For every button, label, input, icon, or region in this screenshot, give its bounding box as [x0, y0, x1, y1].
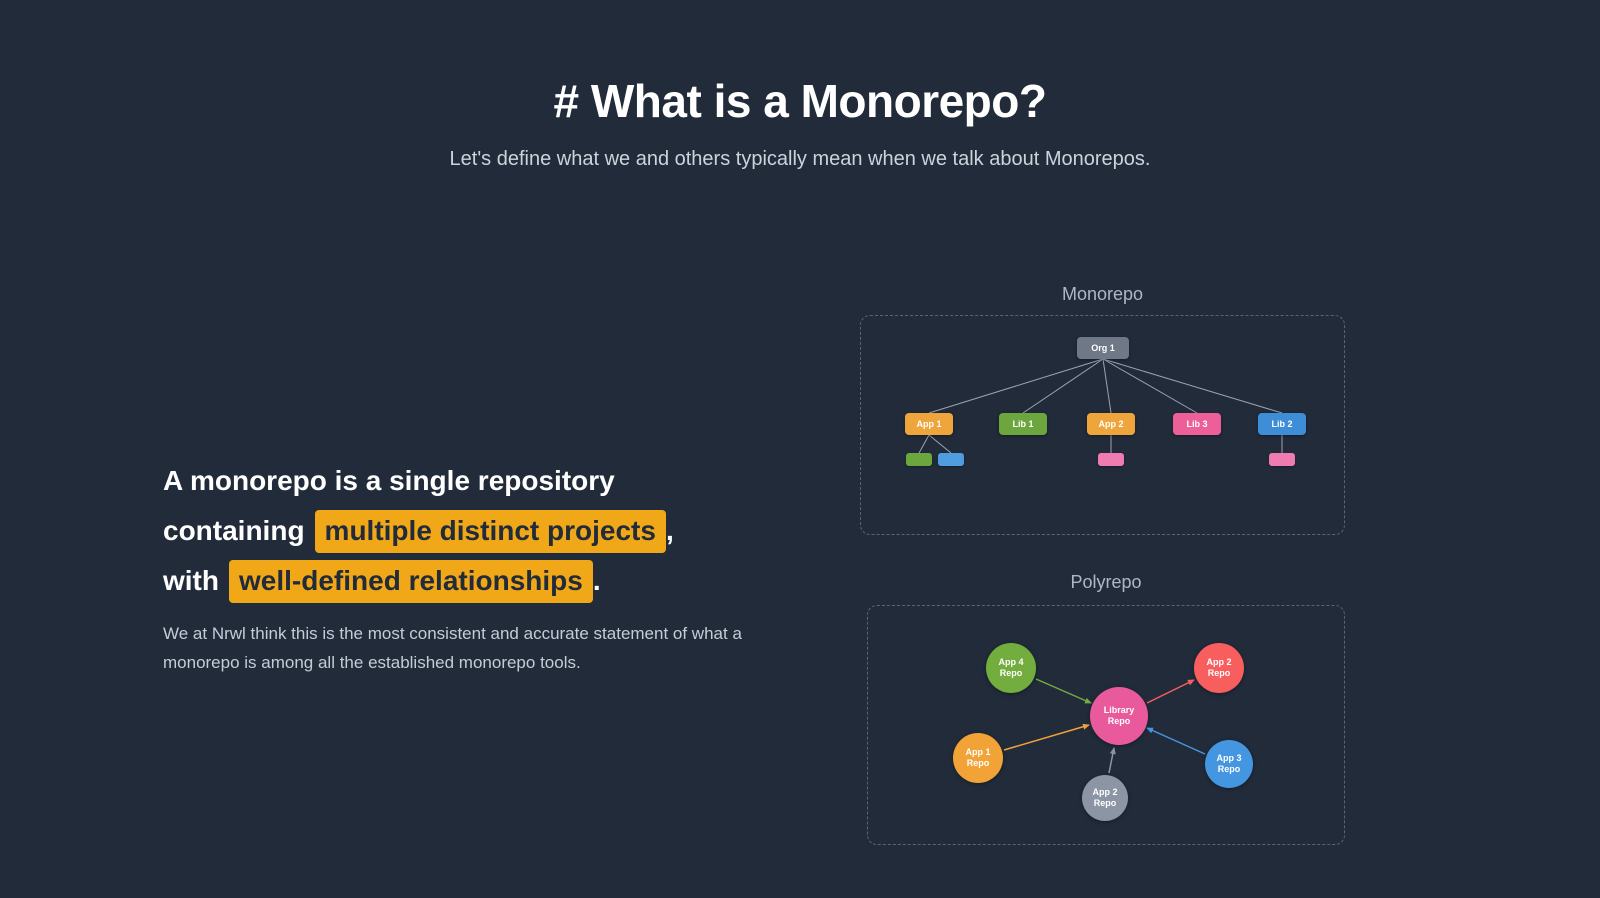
polyrepo-diagram: Library Repo App 4 Repo App 2 Repo App 1…: [867, 605, 1345, 845]
statement-punct-2: ,: [665, 515, 674, 546]
satellite-repo-node-app2-red: App 2 Repo: [1194, 643, 1244, 693]
monorepo-diagram: Org 1 App 1 Lib 1 App 2 Lib 3 Lib 2: [860, 315, 1345, 535]
tree-node-lib1: Lib 1: [999, 413, 1047, 435]
polyrepo-arrow-lines: [1003, 678, 1206, 774]
mini-node-pink-lib2: [1269, 453, 1295, 466]
statement-punct-3: .: [592, 565, 601, 596]
monorepo-diagram-title: Monorepo: [1061, 284, 1144, 304]
polyrepo-diagram-title: Polyrepo: [1070, 572, 1142, 592]
statement-text-2: containing: [163, 515, 305, 546]
tree-node-lib3: Lib 3: [1173, 413, 1221, 435]
statement: A monorepo is a single repository contai…: [163, 456, 763, 606]
statement-description: We at Nrwl think this is the most consis…: [163, 624, 742, 672]
satellite-repo-node-app1: App 1 Repo: [953, 733, 1003, 783]
statement-text-3: with: [163, 565, 219, 596]
center-repo-node-library: Library Repo: [1090, 687, 1148, 745]
statement-line-2: containing multiple distinct projects,: [163, 506, 763, 556]
page-title: # What is a Monorepo?: [553, 75, 1047, 127]
statement-line-3: with well-defined relationships.: [163, 556, 763, 606]
tree-node-app2: App 2: [1087, 413, 1135, 435]
satellite-repo-node-app3: App 3 Repo: [1205, 740, 1253, 788]
statement-text-1: A monorepo is a single repository: [163, 465, 615, 496]
tree-node-lib2: Lib 2: [1258, 413, 1306, 435]
satellite-repo-node-app2-gray: App 2 Repo: [1082, 775, 1128, 821]
satellite-repo-node-app4: App 4 Repo: [986, 643, 1036, 693]
statement-line-1: A monorepo is a single repository: [163, 456, 763, 506]
page-subtitle: Let's define what we and others typicall…: [449, 148, 1151, 170]
tree-root-node-org1: Org 1: [1077, 337, 1129, 359]
header: # What is a Monorepo? Let's define what …: [0, 74, 1600, 171]
highlight-well-defined-relationships: well-defined relationships: [229, 560, 593, 603]
mini-node-pink-app2: [1098, 453, 1124, 466]
highlight-multiple-distinct-projects: multiple distinct projects: [314, 510, 666, 553]
mini-node-green: [906, 453, 932, 466]
tree-node-app1: App 1: [905, 413, 953, 435]
mini-node-blue: [938, 453, 964, 466]
tree-connector-lines: [918, 358, 1283, 454]
